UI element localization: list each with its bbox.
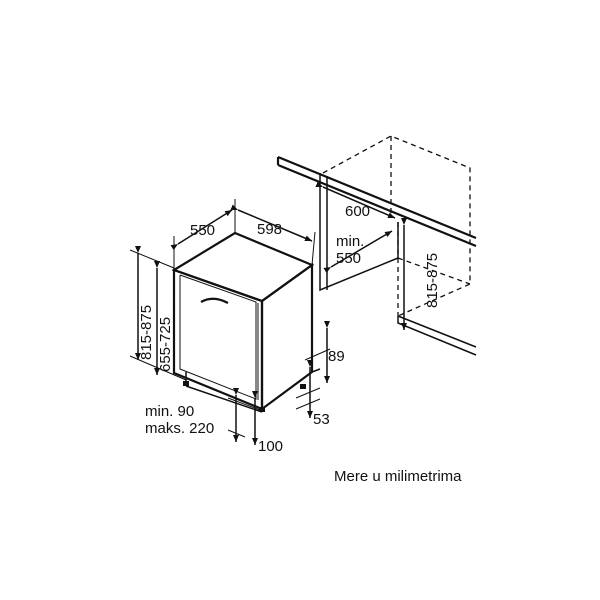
dim-foot-offset: [295, 360, 321, 418]
dim-niche-width: [315, 181, 396, 219]
dim-niche-depth: [323, 230, 393, 274]
plinth-height-label: 89: [328, 348, 345, 365]
niche-width-label: 600: [345, 203, 370, 220]
width-label: 598: [257, 221, 282, 238]
caption: Mere u milimetrima: [334, 468, 462, 485]
height-outer-label: 815-875: [138, 305, 155, 360]
height-inner-label: 655-725: [157, 317, 174, 372]
niche-depth-value-label: 550: [336, 250, 361, 267]
dim-plinth-height: [304, 321, 331, 383]
plinth-depth-label: 100: [258, 438, 283, 455]
floor-right: [397, 315, 477, 356]
dim-width: [230, 204, 316, 266]
niche-depth-min-label: min.: [336, 233, 364, 250]
dishwasher-body: [171, 231, 315, 412]
foot-offset-label: 53: [313, 411, 330, 428]
countertop: [276, 155, 477, 292]
niche-height-label: 815-875: [424, 253, 441, 308]
plinth-max-label: maks. 220: [145, 420, 214, 437]
dishwasher-plinth: [183, 368, 321, 413]
plinth-min-label: min. 90: [145, 403, 194, 420]
depth-label: 550: [190, 222, 215, 239]
